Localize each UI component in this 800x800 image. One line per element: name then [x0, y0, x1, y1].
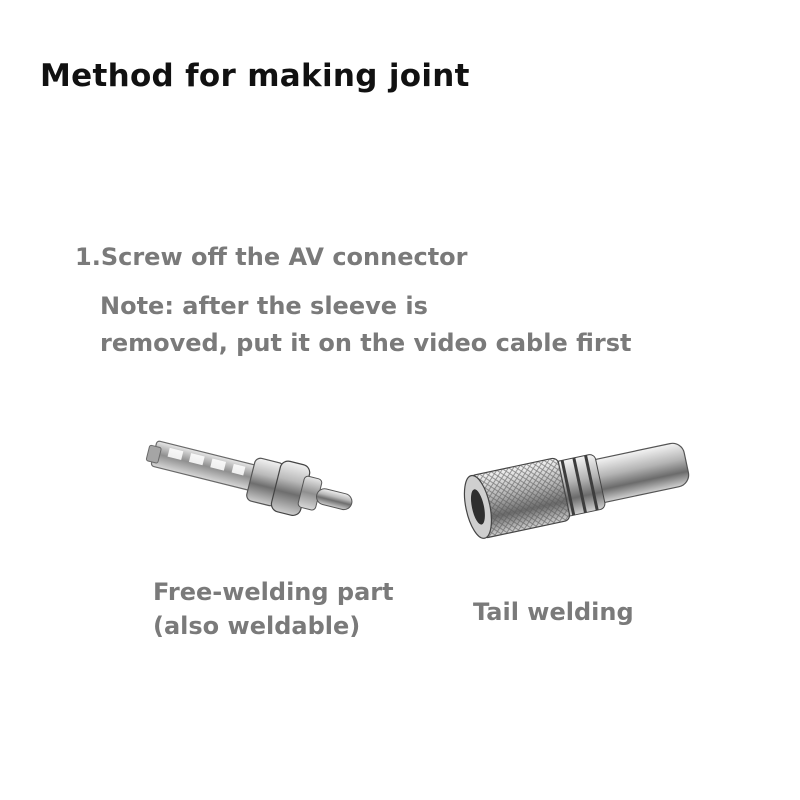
free-welding-caption-line-2: (also weldable)	[153, 612, 361, 640]
step-note: Note: after the sleeve is removed, put i…	[100, 288, 631, 362]
knurled-sleeve-illustration	[463, 442, 690, 539]
step-heading: 1.Screw off the AV connector	[75, 243, 468, 271]
tail-welding-caption: Tail welding	[473, 598, 634, 626]
free-welding-caption-line-1: Free-welding part	[153, 578, 394, 606]
rca-plug-illustration	[145, 440, 353, 517]
page-title: Method for making joint	[40, 58, 470, 94]
note-line-1: Note: after the sleeve is	[100, 292, 428, 320]
free-welding-caption: Free-welding part (also weldable)	[153, 575, 394, 643]
note-line-2: removed, put it on the video cable first	[100, 329, 632, 357]
